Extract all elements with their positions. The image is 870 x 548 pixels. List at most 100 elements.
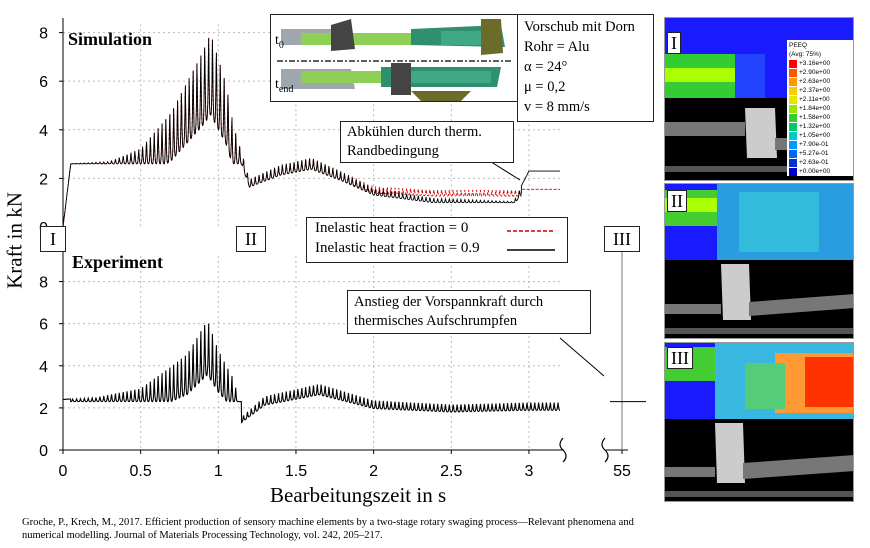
fem-legend-swatch — [789, 77, 797, 86]
annotation-leader-2 — [559, 337, 605, 377]
fem-legend-swatch — [789, 122, 797, 131]
fem-legend-value: +1.32e+00 — [799, 123, 831, 130]
fem-legend-row: +2.63e-01 — [789, 158, 851, 167]
x-tick-label: 0 — [59, 463, 68, 480]
fem-legend-row: +3.16e+00 — [789, 59, 851, 68]
axes — [59, 18, 628, 454]
annotation-preload: Anstieg der Vorspannkraft durch thermisc… — [347, 290, 591, 334]
fem-legend-swatch — [789, 95, 797, 104]
legend: Inelastic heat fraction = 0 Inelastic he… — [306, 217, 568, 263]
fem-legend-subtitle: (Avg: 75%) — [789, 51, 822, 58]
x-tick-label: 0.5 — [130, 463, 152, 480]
fem-legend-value: +2.63e-01 — [799, 159, 829, 166]
fem-legend-value: +1.58e+00 — [799, 114, 831, 121]
fem-panel-i: I PEEQ (Avg: 75%) +3.16e+00 +2.90e+00 +2.6… — [664, 17, 854, 181]
fem-legend-value: +7.90e-01 — [799, 141, 829, 148]
exp-ytick-label: 8 — [39, 275, 48, 292]
fem-legend-swatch — [789, 131, 797, 140]
fem-legend-row: +1.05e+00 — [789, 131, 851, 140]
fem-legend-swatch — [789, 149, 797, 158]
y-axis-label: Kraft in kN — [2, 192, 27, 289]
axis-break-marks — [559, 437, 609, 463]
fem-legend-row: +2.11e+00 — [789, 95, 851, 104]
fem-panel-iii: III — [664, 342, 854, 502]
sim-ytick-label: 8 — [39, 26, 48, 43]
legend-swatches — [507, 230, 555, 251]
legend-entry-1-label: Inelastic heat fraction = 0 — [315, 220, 469, 236]
exp-ytick-label: 4 — [39, 359, 48, 376]
fem-legend-title: PEEQ — [789, 42, 808, 49]
fem-legend-swatch — [789, 113, 797, 122]
phase-label-iii: III — [604, 226, 640, 252]
fem-legend-value: +2.11e+00 — [799, 96, 830, 103]
fem-legend-value: +2.37e+00 — [799, 87, 831, 94]
sim-title: Simulation — [68, 29, 153, 49]
schematic-t0: t0 — [275, 33, 284, 51]
fem-legend-swatch — [789, 167, 797, 176]
sim-ytick-label: 6 — [39, 74, 48, 91]
phase-label-i: I — [40, 226, 66, 252]
x-tick-label: 1.5 — [285, 463, 307, 480]
parameter-box: Vorschub mit Dorn Rohr = Alu α = 24° μ =… — [517, 14, 654, 122]
fem-legend-swatch — [789, 158, 797, 167]
fem-legend-row: +1.32e+00 — [789, 122, 851, 131]
legend-entry-2-label: Inelastic heat fraction = 0.9 — [315, 240, 480, 256]
fem-legend-row: +2.63e+00 — [789, 77, 851, 86]
fem-legend-swatch — [789, 86, 797, 95]
schematic-tend: tend — [275, 77, 294, 95]
fem-legend-value: +3.16e+00 — [799, 60, 831, 67]
fem-panel-iii-drawing — [665, 343, 853, 501]
fem-legend-swatch — [789, 104, 797, 113]
fem-legend-row: +0.00e+00 — [789, 167, 851, 176]
fem-legend-scale: +3.16e+00 +2.90e+00 +2.63e+00 +2.37e+00 +2.1… — [789, 59, 851, 176]
x-axis-label: Bearbeitungszeit in s — [270, 483, 447, 507]
sim-series-2-line — [62, 37, 560, 228]
fem-legend-swatch — [789, 68, 797, 77]
param-line-3: α = 24° — [524, 59, 568, 75]
fem-legend-value: +1.05e+00 — [799, 132, 831, 139]
fem-panel-iii-label: III — [667, 347, 693, 369]
fem-panel-i-label: I — [667, 32, 681, 54]
series-layer — [62, 37, 646, 424]
fem-panel-ii-drawing — [665, 184, 853, 338]
annotation-cooling: Abkühlen durch therm. Randbedingung — [340, 121, 514, 163]
phase-label-ii: II — [236, 226, 266, 252]
fem-panel-ii-label: II — [667, 190, 687, 212]
exp-ytick-label: 0 — [39, 443, 48, 460]
exp-title: Experiment — [72, 252, 163, 272]
fem-legend-row: +1.84e+00 — [789, 104, 851, 113]
fem-legend: PEEQ (Avg: 75%) +3.16e+00 +2.90e+00 +2.63e… — [787, 40, 853, 176]
fem-legend-row: +5.27e-01 — [789, 149, 851, 158]
fem-legend-value: +2.90e+00 — [799, 69, 831, 76]
schematic-drawing — [277, 19, 511, 101]
param-line-1: Vorschub mit Dorn — [524, 19, 635, 35]
fem-legend-row: +2.37e+00 — [789, 86, 851, 95]
sim-ytick-label: 4 — [39, 123, 48, 140]
fem-legend-value: +5.27e-01 — [799, 150, 829, 157]
x-tick-label: 2 — [369, 463, 378, 480]
x-tick-label: 1 — [214, 463, 223, 480]
fem-legend-row: +7.90e-01 — [789, 140, 851, 149]
exp-ytick-label: 6 — [39, 317, 48, 334]
x-tick-label: 55 — [613, 463, 631, 480]
fem-legend-row: +1.58e+00 — [789, 113, 851, 122]
param-line-5: v = 8 mm/s — [524, 99, 590, 115]
fem-panel-ii: II — [664, 183, 854, 339]
param-line-2: Rohr = Alu — [524, 39, 590, 55]
param-line-4: μ = 0,2 — [524, 79, 566, 95]
fem-legend-row: +2.90e+00 — [789, 68, 851, 77]
fem-legend-swatch — [789, 59, 797, 68]
exp-ytick-label: 2 — [39, 401, 48, 418]
exp-series-1-line — [63, 323, 561, 424]
citation: Groche, P., Krech, M., 2017. Efficient p… — [22, 517, 634, 541]
annotation-leader-1 — [487, 159, 521, 181]
fem-legend-value: +0.00e+00 — [799, 168, 831, 175]
fem-legend-value: +2.63e+00 — [799, 78, 831, 85]
x-tick-label: 3 — [524, 463, 533, 480]
x-tick-label: 2.5 — [440, 463, 462, 480]
fem-legend-swatch — [789, 140, 797, 149]
tool-schematic: t0 tend — [270, 14, 518, 102]
sim-ytick-label: 2 — [39, 171, 48, 188]
fem-legend-value: +1.84e+00 — [799, 105, 831, 112]
